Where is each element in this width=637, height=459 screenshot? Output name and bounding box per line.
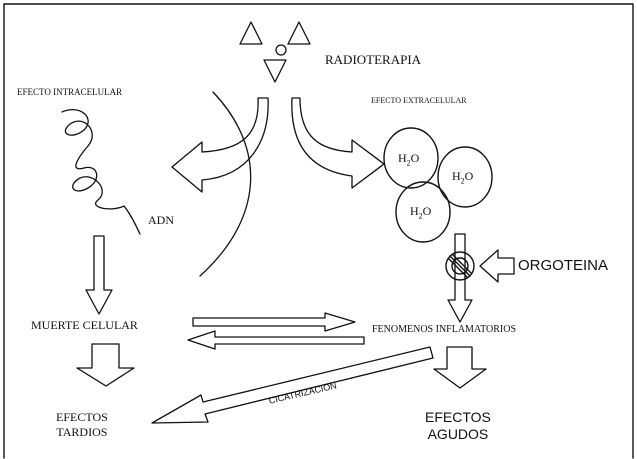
efectos-tardios-line1: EFECTOS [56, 411, 108, 423]
left-arrow-fenomenos-to-muerte [188, 331, 364, 349]
blocked-circle-icon [446, 252, 474, 280]
water-h: H [452, 169, 461, 183]
orgoteina-label: ORGOTEINA [518, 258, 608, 273]
right-arrow-muerte-to-fenomenos [193, 313, 355, 331]
cell-boundary-arc [200, 92, 251, 276]
radioterapia-label: RADIOTERAPIA [325, 53, 421, 66]
down-arrow-agudos [434, 347, 486, 388]
down-arrow-tardios [77, 344, 134, 386]
water-o: O [423, 204, 432, 218]
water-h: H [398, 151, 407, 165]
diagonal-arrow-cicatrizacion [152, 347, 433, 423]
water-h: H [410, 204, 419, 218]
adn-label: ADN [148, 214, 174, 226]
efectos-tardios-line2: TARDIOS [56, 426, 108, 438]
water-molecule-label-2: H2O [452, 170, 473, 185]
efectos-agudos-line1: EFECTOS [425, 410, 491, 424]
efectos-agudos-label: EFECTOS AGUDOS [425, 410, 491, 441]
left-arrow-orgoteina [480, 250, 514, 282]
fenomenos-inflamatorios-label: FENOMENOS INFLAMATORIOS [372, 325, 516, 335]
efecto-intracelular-label: EFECTO INTRACELULAR [17, 88, 122, 97]
down-arrow-dna [86, 236, 112, 314]
curved-arrow-right [292, 98, 384, 188]
efectos-tardios-label: EFECTOS TARDIOS [56, 411, 108, 438]
water-molecule-label-1: H2O [398, 152, 419, 167]
radiation-trefoil-icon [240, 22, 310, 82]
efecto-extracelular-label: EFECTO EXTRACELULAR [371, 97, 467, 105]
water-o: O [411, 151, 420, 165]
water-molecule-label-3: H2O [410, 205, 431, 220]
water-o: O [465, 169, 474, 183]
curved-arrow-left [172, 98, 268, 192]
muerte-celular-label: MUERTE CELULAR [31, 319, 138, 331]
dna-strand [62, 110, 140, 234]
efectos-agudos-line2: AGUDOS [425, 427, 491, 441]
